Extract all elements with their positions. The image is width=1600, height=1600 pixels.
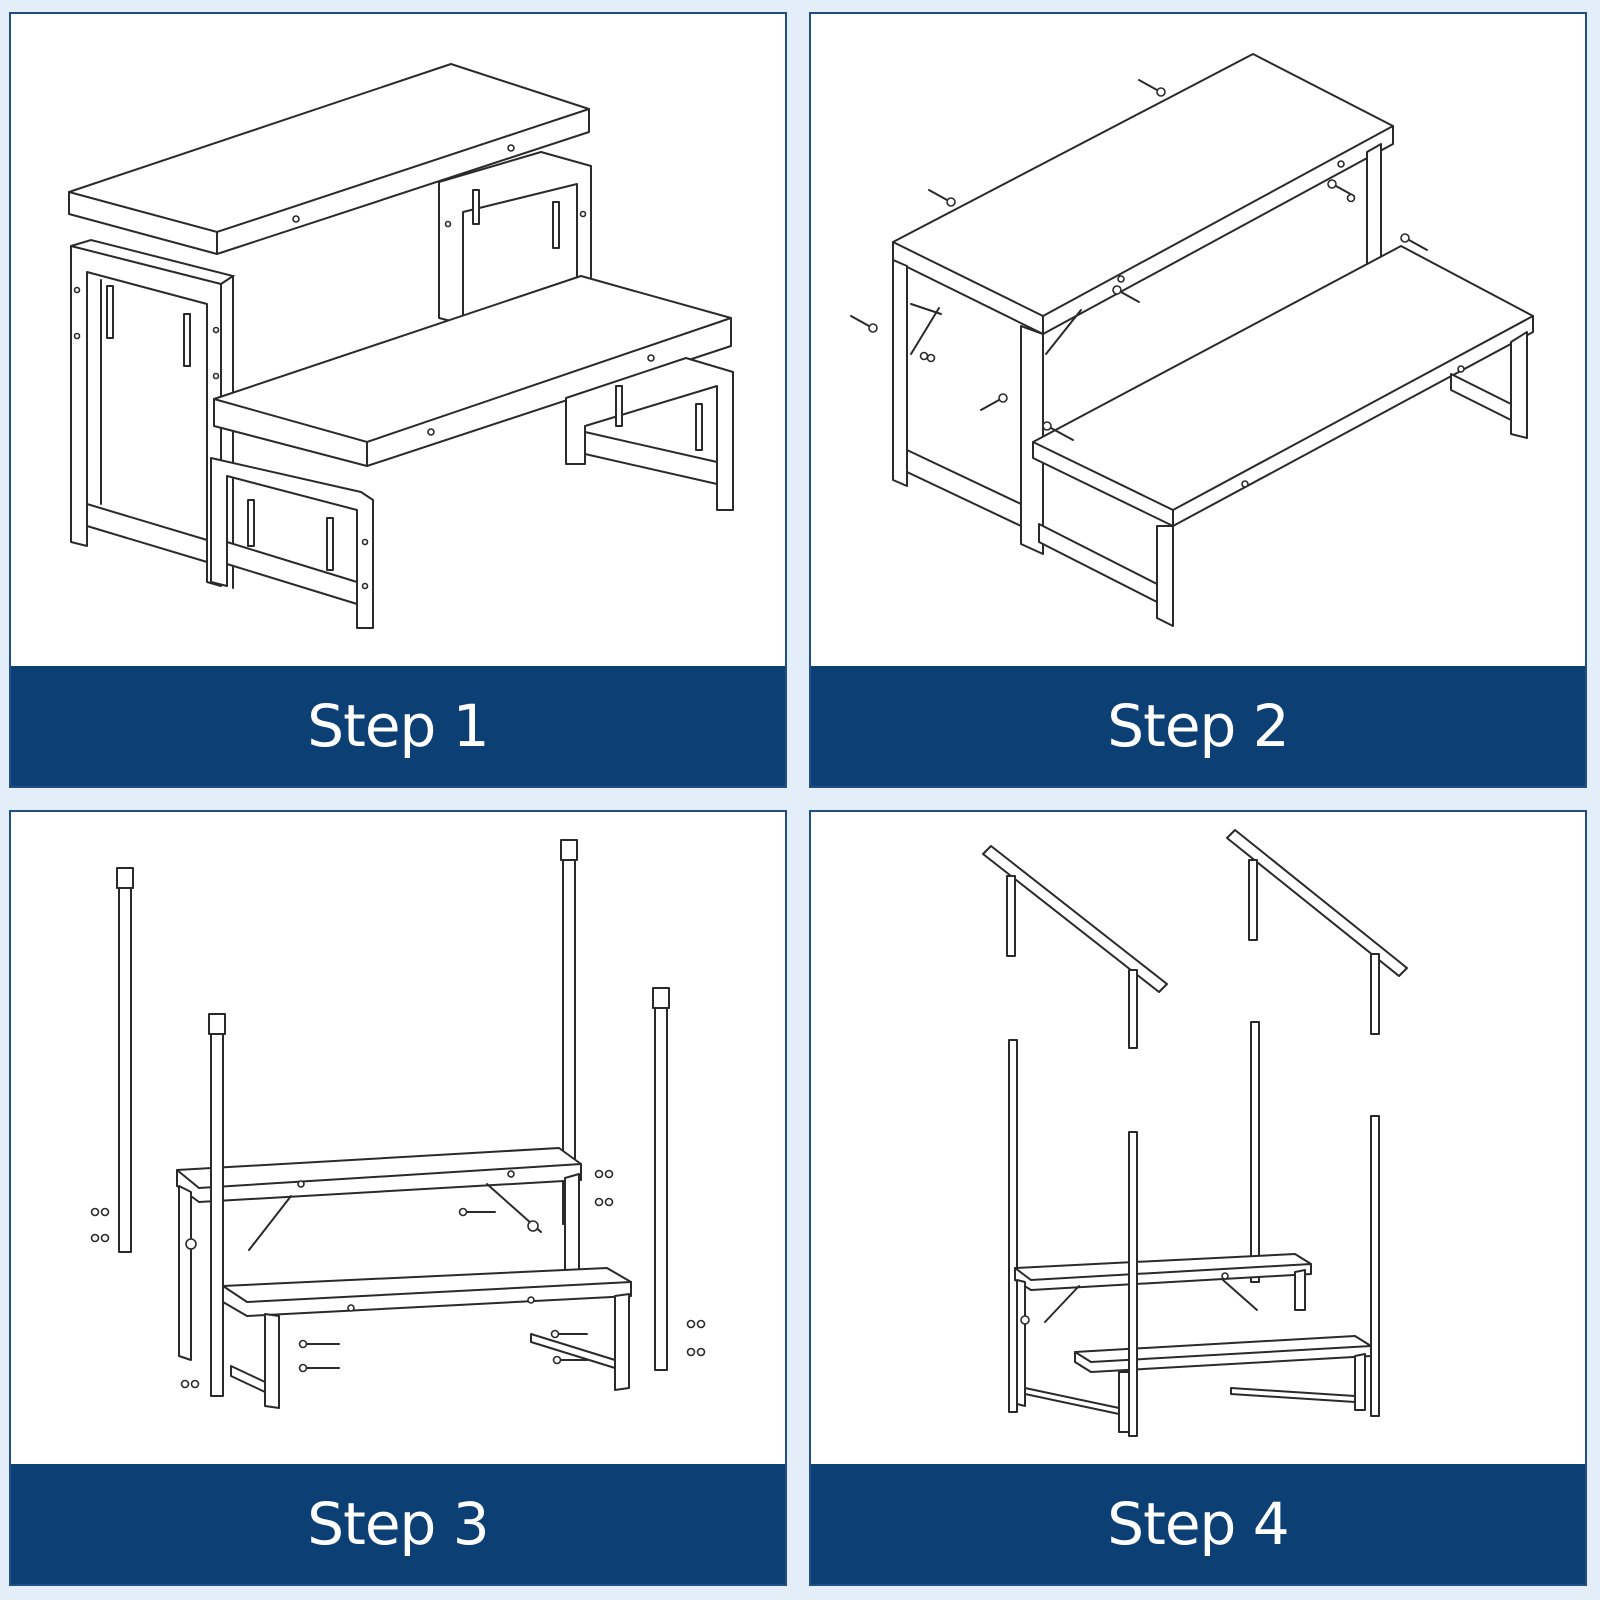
- handrail: [982, 845, 1168, 1049]
- step-1-panel: Step 1: [9, 12, 787, 788]
- bolt: [550, 1329, 588, 1339]
- handrail-post: [208, 1013, 226, 1397]
- bolt: [980, 393, 1008, 411]
- step-3-caption: Step 3: [11, 1464, 785, 1584]
- bolt: [458, 1207, 496, 1217]
- front-short-frame: [210, 457, 374, 629]
- bolt: [1112, 285, 1140, 303]
- step-1-illustration: [68, 63, 734, 629]
- handrail-post: [652, 987, 670, 1371]
- bolt: [1138, 79, 1166, 97]
- step-3-illustration: [90, 839, 706, 1409]
- step-4-illustration: [982, 829, 1408, 1437]
- rear-short-frame: [565, 357, 734, 511]
- handrail-post: [1128, 1131, 1138, 1437]
- handrail-post: [1370, 1115, 1380, 1417]
- bolt: [850, 315, 878, 333]
- step-1-caption: Step 1: [11, 666, 785, 786]
- upper-assembled-step: [892, 53, 1394, 555]
- step-3-panel: Step 3: [9, 810, 787, 1586]
- handrail-post: [1250, 1021, 1260, 1283]
- upper-step-board: [68, 63, 590, 255]
- bolt: [1042, 421, 1074, 441]
- bolts: [850, 79, 1428, 441]
- step-4-panel: Step 4: [809, 810, 1587, 1586]
- bolt: [298, 1339, 340, 1349]
- lower-assembled-step: [1032, 245, 1534, 627]
- handrail-post: [116, 867, 134, 1253]
- step-2-caption: Step 2: [811, 666, 1585, 786]
- bolt: [1327, 179, 1355, 197]
- handrail: [1226, 829, 1408, 1035]
- assembled-steps: [176, 1147, 632, 1409]
- bolt: [552, 1355, 588, 1365]
- step-4-caption: Step 4: [811, 1464, 1585, 1584]
- handrail-post: [1008, 1039, 1018, 1413]
- bolt: [1400, 233, 1428, 251]
- bolt: [928, 189, 956, 207]
- lower-step-board: [213, 275, 732, 467]
- assembled-steps: [1014, 1253, 1372, 1433]
- step-2-illustration: [850, 53, 1534, 627]
- left-tall-frame: [70, 238, 236, 589]
- bolt: [298, 1363, 340, 1373]
- bolts-and-nuts: [90, 1169, 706, 1389]
- step-2-panel: Step 2: [809, 12, 1587, 788]
